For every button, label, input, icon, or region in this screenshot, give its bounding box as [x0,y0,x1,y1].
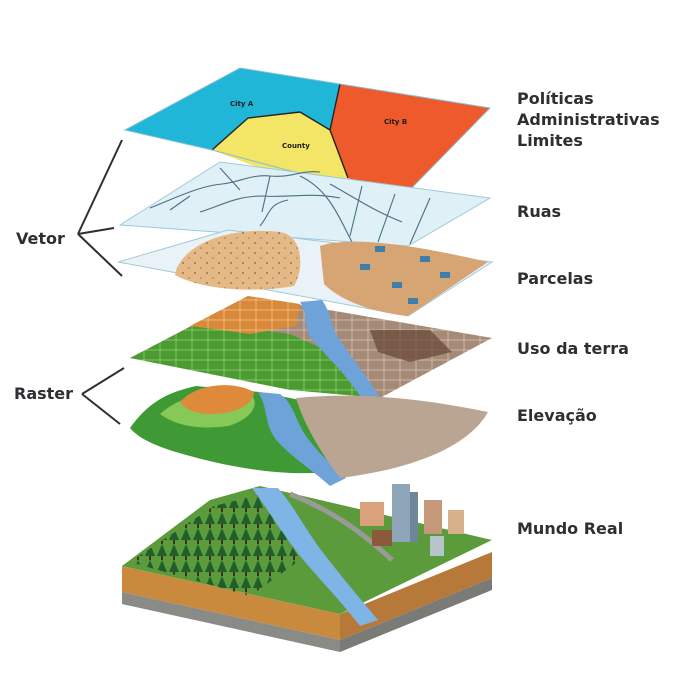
vetor-bracket [77,139,123,277]
label-admin-line-3: Limites [517,131,583,150]
city-b-region [330,84,490,200]
label-admin-line-1: Políticas [517,89,594,108]
real-world-block [122,484,492,652]
sand-mound-texture [175,230,301,290]
elevation-plain [296,395,488,478]
label-admin: Políticas Administrativas Limites [517,88,660,151]
land-use-layer [130,296,492,398]
label-elevacao: Elevação [517,406,597,425]
map-label-city-b: City B [384,118,408,126]
roads-layer [118,161,492,247]
real-road [289,491,394,562]
road-lines [149,167,431,245]
roads-plane [118,161,492,247]
block-front-right-stone [340,578,492,652]
parcel-lot-area [320,241,488,316]
land-use-dark-zone [370,330,452,362]
label-admin-line-2: Administrativas [517,110,660,129]
map-label-county: County [282,142,310,150]
block-front-left [122,566,340,640]
map-label-city-a: City A [230,100,254,108]
label-uso-da-terra: Uso da terra [517,339,629,358]
raster-bracket-upper [81,367,125,395]
real-river [252,488,378,626]
label-parcelas: Parcelas [517,269,594,288]
land-use-orange [190,296,300,334]
vetor-bracket-middle [77,227,115,235]
elevation-layer [130,385,488,486]
city-buildings [360,484,464,556]
land-use-river [300,300,380,398]
admin-layer-outline [123,67,492,201]
county-region-body [212,112,348,178]
parcels-layer [117,229,494,317]
block-front-right [340,552,492,640]
label-vetor: Vetor [16,229,65,248]
forest [130,494,300,596]
vetor-bracket-lower [77,233,123,277]
block-front-left-stone [122,592,340,652]
admin-boundaries-layer [123,67,492,201]
raster-bracket [81,367,125,425]
vetor-bracket-upper [77,139,123,235]
parcel-buildings [360,246,450,304]
label-raster: Raster [14,384,74,403]
label-mundo-real: Mundo Real [517,519,624,538]
land-use-green [130,322,380,398]
label-ruas: Ruas [517,202,562,221]
elevation-river [258,392,346,486]
elevation-peak-orange [180,385,254,414]
raster-bracket-lower [81,393,121,425]
admin-boundary-line [211,83,349,179]
